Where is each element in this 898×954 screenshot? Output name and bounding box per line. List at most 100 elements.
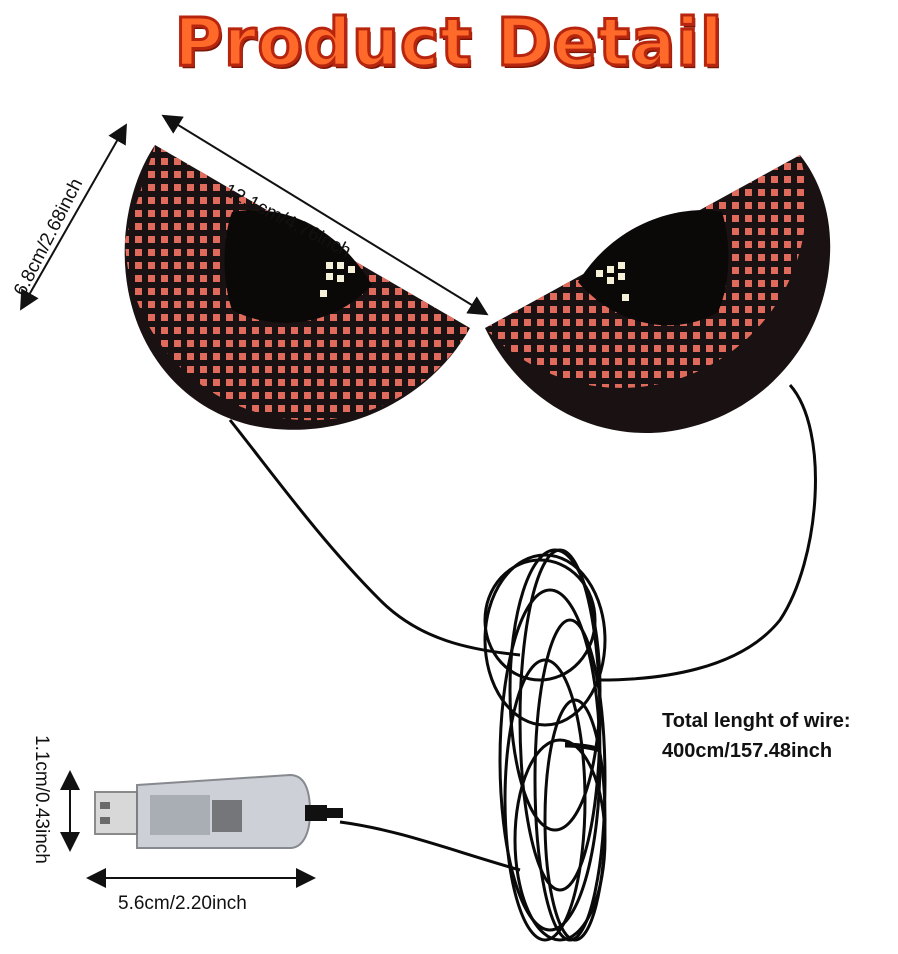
led-chip xyxy=(797,423,804,430)
led-chip xyxy=(563,215,570,222)
led-chip xyxy=(537,176,544,183)
led-chip xyxy=(174,405,181,412)
led-chip xyxy=(421,431,428,438)
led-chip xyxy=(369,340,376,347)
led-chip xyxy=(265,431,272,438)
led-chip xyxy=(382,366,389,373)
led-chip xyxy=(382,158,389,165)
led-chip xyxy=(602,215,609,222)
led-chip xyxy=(125,184,129,191)
led-chip xyxy=(213,366,220,373)
led-chip xyxy=(511,228,518,235)
led-chip xyxy=(473,392,480,399)
led-chip xyxy=(252,392,259,399)
led-chip xyxy=(213,288,220,295)
led-chip xyxy=(369,379,376,386)
led-chip xyxy=(174,353,181,360)
led-chip xyxy=(797,358,804,365)
led-chip xyxy=(161,301,168,308)
led-chip xyxy=(667,345,674,352)
led-chip xyxy=(784,397,791,404)
led-chip xyxy=(823,189,830,196)
led-chip xyxy=(421,366,428,373)
led-chip xyxy=(174,314,181,321)
led-chip xyxy=(460,223,467,230)
led-chip xyxy=(485,384,492,388)
led-chip xyxy=(161,392,168,399)
led-chip xyxy=(473,366,480,373)
led-chip xyxy=(460,262,467,269)
led-chip xyxy=(771,228,778,235)
led-chip xyxy=(680,345,687,352)
led-chip xyxy=(356,405,363,412)
led-chip xyxy=(291,431,298,438)
led-chip xyxy=(200,249,207,256)
led-chip xyxy=(161,418,168,421)
led-chip xyxy=(395,236,402,243)
led-chip xyxy=(239,366,246,373)
led-chip xyxy=(615,332,622,339)
led-chip xyxy=(291,366,298,373)
led-chip xyxy=(174,288,181,295)
led-chip xyxy=(732,332,739,339)
led-chip xyxy=(356,431,363,438)
led-chip xyxy=(135,249,142,256)
led-chip xyxy=(589,176,596,183)
led-chip xyxy=(473,236,480,243)
led-chip xyxy=(125,327,129,334)
led-chip xyxy=(784,163,791,170)
led-chip xyxy=(421,288,428,295)
led-chip xyxy=(291,158,298,165)
led-chip xyxy=(667,358,674,365)
led-chip xyxy=(771,215,778,222)
led-chip xyxy=(473,184,480,191)
led-chip xyxy=(447,431,454,438)
led-chip xyxy=(498,176,505,183)
led-chip xyxy=(784,423,791,430)
led-chip xyxy=(161,340,168,347)
led-chip xyxy=(511,163,518,170)
led-chip xyxy=(524,163,531,170)
led-chip xyxy=(511,345,518,352)
led-chip xyxy=(537,267,544,274)
led-chip xyxy=(460,366,467,373)
led-chip xyxy=(498,436,505,443)
led-chip xyxy=(148,236,155,243)
led-chip xyxy=(485,280,492,287)
led-chip xyxy=(667,202,674,209)
led-chip xyxy=(589,215,596,222)
led-chip xyxy=(485,293,492,300)
led-chip xyxy=(615,358,622,365)
led-chip xyxy=(784,410,791,417)
right-white-leds xyxy=(596,262,629,301)
led-chip xyxy=(317,184,324,191)
led-chip xyxy=(485,215,492,222)
led-chip xyxy=(317,158,324,165)
led-chip xyxy=(200,262,207,269)
led-chip xyxy=(174,275,181,282)
led-chip xyxy=(447,197,454,204)
led-chip xyxy=(395,301,402,308)
led-chip xyxy=(537,345,544,352)
led-chip xyxy=(135,262,142,269)
led-chip xyxy=(473,145,480,152)
led-chip xyxy=(187,223,194,230)
led-chip xyxy=(615,345,622,352)
led-chip xyxy=(382,379,389,386)
led-chip xyxy=(511,319,518,326)
led-chip xyxy=(421,327,428,334)
led-chip xyxy=(524,319,531,326)
led-chip xyxy=(369,158,376,165)
led-chip xyxy=(498,306,505,313)
led-chip xyxy=(330,366,337,373)
led-chip xyxy=(330,431,337,438)
led-chip xyxy=(304,210,311,217)
led-chip xyxy=(563,423,570,430)
led-chip xyxy=(421,405,428,412)
led-chip xyxy=(434,158,441,165)
led-chip xyxy=(628,155,635,157)
led-chip xyxy=(706,319,713,326)
led-chip xyxy=(447,210,454,217)
led-chip xyxy=(200,379,207,386)
led-chip xyxy=(602,332,609,339)
